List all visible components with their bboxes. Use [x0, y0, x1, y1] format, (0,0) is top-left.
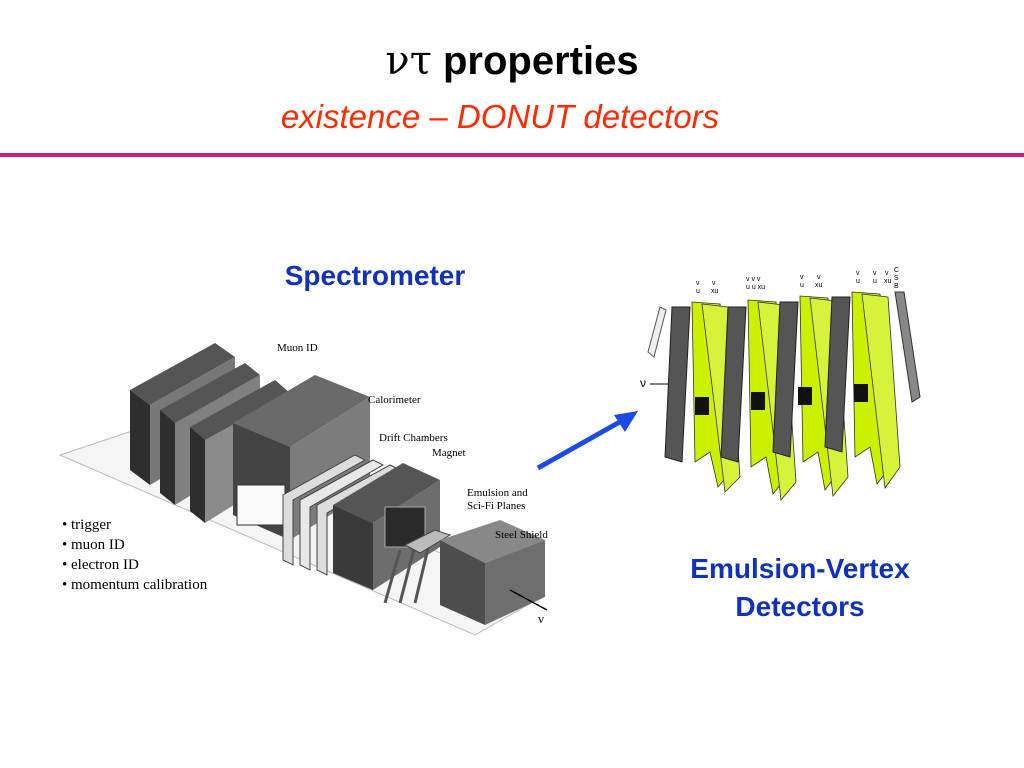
svg-text:u: u [873, 278, 877, 285]
svg-text:xu: xu [815, 282, 823, 289]
emulsion-heading-line1: Emulsion-Vertex [690, 553, 910, 584]
callout-emulsion: Emulsion and Sci-Fi Planes [467, 487, 528, 513]
bullet-electron-id: • electron ID [62, 557, 139, 573]
callout-emulsion-line2: Sci-Fi Planes [467, 500, 526, 512]
pointer-arrow [536, 411, 638, 471]
svg-text:S: S [894, 275, 899, 282]
emulsion-vertex-heading: Emulsion-Vertex Detectors [655, 550, 945, 626]
svg-text:v: v [712, 280, 716, 287]
callout-magnet: Magnet [432, 447, 466, 459]
svg-text:u: u [800, 282, 804, 289]
slide-subtitle: existence – DONUT detectors [280, 98, 720, 135]
svg-text:v v v: v v v [746, 276, 761, 283]
callout-calorimeter: Calorimeter [368, 394, 421, 406]
arrow-head-icon [614, 411, 638, 432]
svg-text:v: v [817, 274, 821, 281]
svg-text:xu: xu [711, 288, 719, 295]
emulsion-scifi-planes [383, 529, 452, 604]
emulsion-module-4 [824, 291, 921, 490]
callout-emulsion-line1: Emulsion and [467, 487, 528, 499]
svg-text:C: C [894, 267, 899, 274]
title-divider [0, 153, 1024, 157]
callout-nu: ν [538, 611, 544, 626]
slide-title: ντ properties [0, 38, 1024, 84]
magnet-block [333, 463, 440, 590]
callout-muon-id: Muon ID [277, 342, 318, 354]
svg-text:v: v [696, 280, 700, 287]
svg-text:v: v [856, 270, 860, 277]
title-text: properties [442, 39, 639, 83]
callout-steel-shield: Steel Shield [495, 529, 548, 541]
bullet-momentum-calibration: • momentum calibration [62, 577, 208, 593]
drift-chambers [282, 454, 402, 576]
svg-text:v: v [873, 270, 877, 277]
svg-text:u: u [696, 288, 700, 295]
callout-drift-chambers: Drift Chambers [379, 432, 448, 444]
svg-text:B: B [894, 283, 899, 290]
svg-text:u u xu: u u xu [746, 284, 765, 291]
steel-shield [440, 520, 548, 625]
svg-text:v: v [885, 270, 889, 277]
svg-text:u: u [856, 278, 860, 285]
emulsion-heading-line2: Detectors [735, 591, 865, 622]
bullet-trigger: • trigger [62, 517, 111, 533]
nu-tau-symbol: ντ [385, 38, 432, 84]
bullet-muon-id: • muon ID [62, 537, 125, 553]
spectrometer-bullets: • trigger • muon ID • electron ID • mome… [62, 515, 207, 595]
svg-text:v: v [800, 274, 804, 281]
spectrometer-heading: Spectrometer [284, 260, 466, 291]
beam-nu: ν [640, 376, 646, 390]
svg-text:xu: xu [884, 278, 892, 285]
spectrometer-diagram [58, 343, 548, 636]
